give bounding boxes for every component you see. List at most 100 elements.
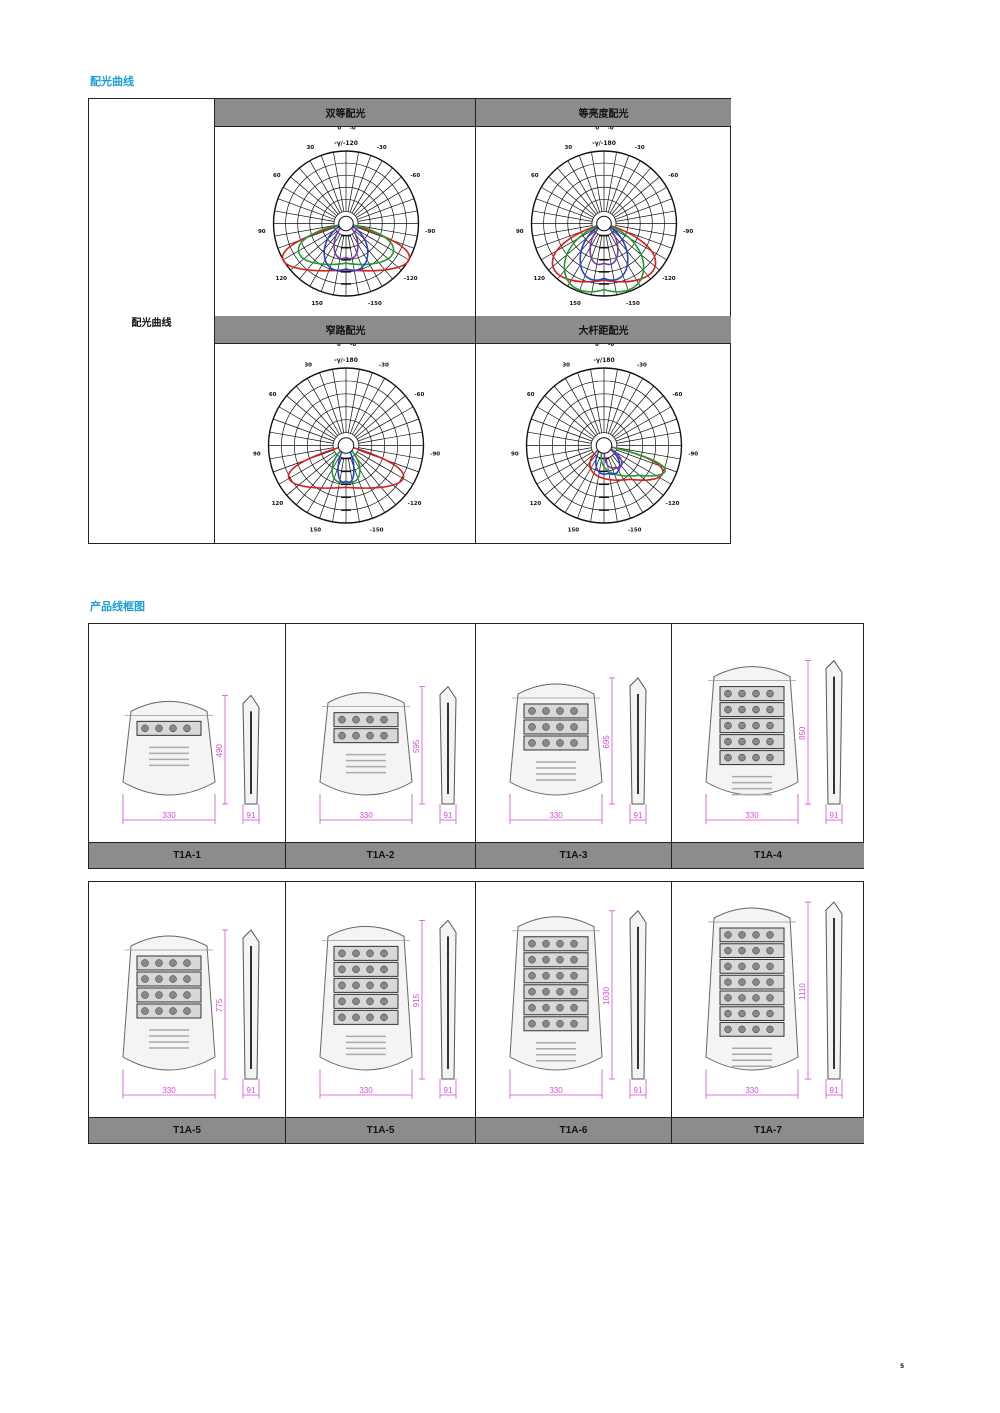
polar-angle-label: -120 — [403, 276, 417, 282]
polar-angle-label: 90 — [515, 229, 523, 235]
polar-angle-label: 30 — [564, 145, 572, 151]
height-dimension: 695 — [602, 735, 611, 749]
depth-dimension: 91 — [444, 1086, 453, 1095]
width-dimension: 330 — [549, 1086, 563, 1095]
polar-grid — [530, 150, 677, 297]
led-module — [719, 686, 785, 702]
polar-angle-label: 60 — [530, 173, 538, 179]
series-red — [287, 444, 404, 489]
led-module — [719, 1022, 785, 1037]
led-module — [136, 955, 202, 971]
distribution-title-4: 大杆距配光 — [476, 316, 731, 344]
led-module — [719, 1006, 785, 1021]
led-module — [719, 702, 785, 718]
polar-angle-label: -0 — [349, 127, 355, 132]
model-label: T1A-2 — [286, 842, 475, 868]
polar-angle-label: 0 — [336, 344, 340, 348]
distribution-title-1: 双等配光 — [215, 99, 476, 127]
depth-dimension: 91 — [247, 811, 256, 820]
polar-angle-label: 90 — [511, 451, 519, 457]
lamp-body — [319, 692, 413, 796]
depth-dimension: 91 — [247, 1086, 256, 1095]
led-module — [333, 993, 399, 1009]
polar-angle-label: 90 — [253, 451, 261, 457]
polar-grid — [525, 367, 682, 524]
polar-angle-label: 150 — [311, 301, 323, 307]
series-green — [563, 222, 644, 293]
dimension-lines — [509, 677, 647, 824]
led-module — [136, 971, 202, 987]
lamp-svg: 775 330 91 — [122, 929, 260, 1099]
polar-grid — [267, 367, 424, 524]
dimension-lines — [509, 910, 647, 1099]
polar-angle-label: 120 — [275, 276, 287, 282]
polar-angle-label: -60 — [410, 173, 420, 179]
polar-angle-label: -30 — [636, 362, 646, 368]
polar-top-label: -γ/-180 — [592, 140, 616, 147]
led-module — [136, 1003, 202, 1019]
series-blue — [578, 222, 629, 281]
width-dimension: 330 — [359, 811, 373, 820]
led-module — [719, 750, 785, 766]
led-module — [523, 936, 589, 952]
polar-angle-label: -120 — [407, 501, 421, 507]
led-module — [333, 728, 399, 744]
led-module — [333, 961, 399, 977]
polar-angle-label: 120 — [271, 501, 283, 507]
led-module — [136, 720, 202, 736]
polar-angle-label: -30 — [376, 145, 386, 151]
height-dimension: 595 — [412, 739, 421, 753]
led-module — [719, 990, 785, 1006]
polar-angle-label: -0 — [607, 127, 613, 132]
led-module — [523, 719, 589, 735]
dimension-lines — [319, 919, 457, 1099]
model-label: T1A-4 — [672, 842, 864, 868]
width-dimension: 330 — [162, 1086, 176, 1095]
height-dimension: 1110 — [798, 983, 807, 1000]
series-blue — [322, 222, 369, 272]
led-module — [523, 1016, 589, 1032]
depth-dimension: 91 — [634, 1086, 643, 1095]
series-red — [551, 222, 656, 283]
height-dimension: 490 — [215, 743, 224, 757]
polar-angle-label: 120 — [533, 276, 545, 282]
led-module — [719, 718, 785, 734]
depth-dimension: 91 — [444, 811, 453, 820]
polar-angle-label: -90 — [688, 451, 698, 457]
dimensions-section-title: 产品线框图 — [90, 600, 145, 613]
height-dimension: 775 — [215, 998, 224, 1012]
polar-top-label: -γ/-120 — [334, 140, 358, 147]
distribution-title-3: 窄路配光 — [215, 316, 476, 344]
polar-angle-label: 150 — [569, 301, 581, 307]
series-green — [599, 444, 666, 477]
polar-angle-label: -30 — [634, 145, 644, 151]
led-module — [136, 987, 202, 1003]
led-module — [523, 952, 589, 968]
series-purple — [602, 444, 622, 469]
model-label: T1A-5 — [286, 1117, 475, 1143]
polar-angle-label: -150 — [627, 528, 641, 534]
polar-angle-label: -60 — [672, 392, 682, 398]
polar-top-label: -γ/180 — [593, 357, 614, 364]
series-red — [281, 222, 410, 272]
led-module — [719, 927, 785, 943]
series-green — [297, 222, 394, 266]
